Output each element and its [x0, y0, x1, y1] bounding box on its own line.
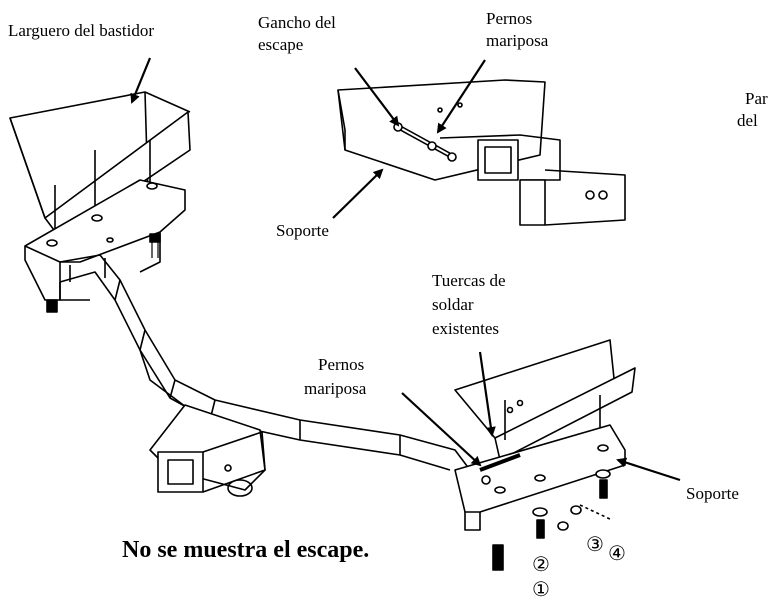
label-weld-nuts-line1: Tuercas de: [432, 271, 506, 290]
part-number-3: ③: [586, 532, 604, 556]
label-partial-right-line1: Par: [745, 89, 768, 108]
left-bolts: [46, 233, 161, 313]
label-frame-rail: Larguero del bastidor: [8, 21, 155, 40]
label-exhaust-hanger-line1: Gancho del: [258, 13, 336, 32]
right-frame-rail: [454, 339, 636, 461]
exhaust-not-shown-note: No se muestra el escape.: [122, 537, 370, 563]
label-weld-nuts-line2: soldar: [432, 295, 474, 314]
label-partial-right-line2: del: [737, 111, 758, 130]
label-carriage-bolts-top-line1: Pernos: [486, 9, 533, 28]
left-frame-rail: [9, 91, 191, 239]
label-exhaust-hanger-line2: escape: [258, 35, 304, 54]
label-bracket-right: Soporte: [686, 484, 739, 503]
hitch-crossbar: [59, 254, 471, 510]
part-number-2: ②: [532, 552, 550, 576]
label-carriage-bolts-top-line2: mariposa: [486, 31, 549, 50]
right-fasteners: [479, 453, 613, 571]
label-weld-nuts-line3: existentes: [432, 319, 500, 338]
part-number-1: ①: [532, 577, 550, 601]
leader-arrows: [130, 57, 681, 482]
label-carriage-bolts-mid-line2: mariposa: [304, 379, 367, 398]
label-carriage-bolts-mid-line1: Pernos: [318, 355, 365, 374]
receiver-tube: [149, 404, 266, 497]
part-number-4: ④: [608, 541, 626, 565]
label-bracket-top: Soporte: [276, 221, 329, 240]
